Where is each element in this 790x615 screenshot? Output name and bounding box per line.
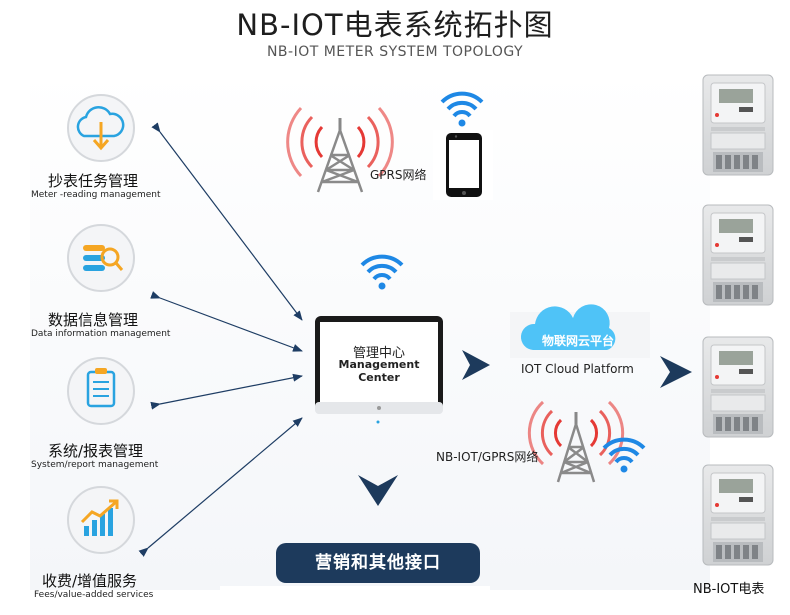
- module-connectors: [138, 122, 303, 557]
- management-monitor: [315, 316, 443, 424]
- chevron-right-icon: [462, 350, 490, 380]
- connector-fees: [138, 417, 303, 557]
- data-search-icon: [67, 224, 135, 292]
- management-center-sublabel: Management Center: [338, 358, 420, 384]
- wifi-icon: [440, 91, 484, 127]
- gprs-network-label: GPRS网络: [370, 168, 427, 182]
- cloud-download-icon: [67, 94, 135, 162]
- meters-label: NB-IOT电表: [693, 582, 765, 597]
- wifi-icon-management: [360, 254, 404, 290]
- page-title: NB-IOT电表系统拓扑图: [236, 8, 554, 42]
- growth-chart-icon: [67, 486, 135, 554]
- management-center-label: 管理中心: [352, 346, 405, 361]
- connector-system-report: [150, 373, 303, 410]
- module-sublabel-fees: Fees/value-added services: [34, 590, 154, 600]
- marketing-interface-button[interactable]: 营销和其他接口: [276, 543, 480, 583]
- module-label-meter-reading: 抄表任务管理: [48, 172, 139, 190]
- electric-meter-icon: [702, 74, 774, 176]
- module-label-fees: 收费/增值服务: [42, 572, 138, 590]
- module-sublabel-data-info: Data information management: [31, 329, 171, 339]
- module-sublabel-meter-reading: Meter -reading management: [31, 190, 161, 200]
- report-icon: [67, 357, 135, 425]
- smartphone-icon: [433, 130, 493, 200]
- electric-meter-icon: [702, 464, 774, 566]
- bottom-strip: [220, 586, 490, 615]
- wifi-icon-nbiot: [602, 437, 646, 473]
- connector-data-info: [150, 291, 303, 352]
- chevron-down-icon: [358, 475, 398, 506]
- cloud-platform-sublabel: IOT Cloud Platform: [521, 362, 634, 376]
- connector-meter-reading: [151, 122, 303, 321]
- page-subtitle: NB-IOT METER SYSTEM TOPOLOGY: [266, 44, 524, 60]
- nbiot-tower-icon: [527, 400, 625, 483]
- nbiot-network-label: NB-IOT/GPRS网络: [436, 450, 539, 464]
- meters-column: [702, 74, 774, 566]
- cloud-platform-icon: [510, 304, 650, 358]
- cloud-platform-label: 物联网云平台: [542, 334, 615, 348]
- module-sublabel-system-report: System/report management: [31, 460, 159, 470]
- module-label-system-report: 系统/报表管理: [48, 442, 144, 460]
- module-label-data-info: 数据信息管理: [48, 311, 139, 329]
- gprs-tower-icon: [286, 106, 394, 193]
- electric-meter-icon: [702, 204, 774, 306]
- electric-meter-icon: [702, 336, 774, 438]
- chevron-right-icon-2: [660, 356, 692, 388]
